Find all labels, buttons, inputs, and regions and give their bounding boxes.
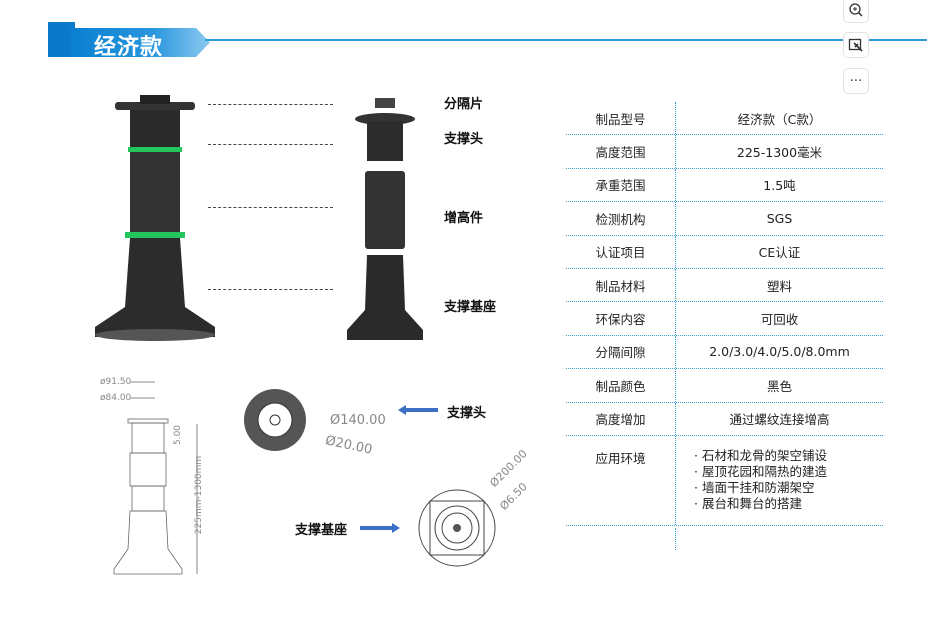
- section-title: 经济款: [94, 35, 164, 60]
- application-list: 石材和龙骨的架空铺设 屋顶花园和隔热的建造 墙面干挂和防潮架空 展台和舞台的搭建: [676, 436, 883, 512]
- dim-label: Ø140.00: [330, 413, 386, 428]
- table-row-application: 应用环境 石材和龙骨的架空铺设 屋顶花园和隔热的建造 墙面干挂和防潮架空 展台和…: [566, 435, 883, 526]
- spec-key: 高度范围: [566, 135, 676, 168]
- spec-key: 认证项目: [566, 235, 676, 268]
- leader-line: [208, 289, 333, 290]
- list-item: 石材和龙骨的架空铺设: [694, 448, 883, 464]
- zoom-in-icon: [849, 3, 863, 17]
- base-top-view-drawing: [418, 489, 496, 567]
- arrow-left-icon: [398, 405, 438, 415]
- spec-key: 制品材料: [566, 268, 676, 302]
- part-label-extension: 增高件: [444, 211, 484, 226]
- spec-key: 检测机构: [566, 202, 676, 235]
- spec-value: 225-1300毫米: [736, 145, 823, 161]
- dim-label: Ø20.00: [323, 433, 374, 458]
- part-label-base: 支撑基座: [444, 300, 497, 315]
- dim-label: 225mm-1300mm: [194, 455, 205, 535]
- list-item: 墙面干挂和防潮架空: [694, 480, 883, 496]
- spec-value: 黑色: [766, 378, 792, 394]
- exploded-parts-image: [347, 98, 423, 340]
- table-row: 制品材料 塑料: [566, 268, 883, 303]
- spec-value: 1.5吨: [763, 178, 796, 194]
- dim-label: Ø6.50: [497, 480, 530, 513]
- list-item: 屋顶花园和隔热的建造: [694, 464, 883, 480]
- more-button[interactable]: ···: [843, 68, 869, 94]
- part-label-spacer: 分隔片: [444, 97, 484, 112]
- spec-value: CE认证: [758, 245, 801, 261]
- table-row: 高度范围 225-1300毫米: [566, 135, 883, 169]
- zoom-in-button[interactable]: [843, 0, 869, 23]
- edit-image-button[interactable]: [843, 32, 869, 58]
- spec-value: SGS: [766, 210, 793, 226]
- part-label-head: 支撑头: [444, 132, 484, 147]
- table-row: 制品型号 经济款（C款）: [566, 102, 883, 136]
- head-label: 支撑头: [447, 406, 487, 421]
- edit-image-icon: [848, 38, 863, 52]
- spec-value: 可回收: [760, 312, 799, 328]
- spec-table: 制品型号 经济款（C款） 高度范围 225-1300毫米 承重范围 1.5吨 检测机构…: [566, 102, 883, 526]
- spec-value: 通过螺纹连接增高: [729, 412, 830, 428]
- spec-key: 制品颜色: [566, 369, 676, 402]
- dim-label: 5.00: [173, 424, 184, 446]
- spec-key: 环保内容: [566, 302, 676, 335]
- table-row: 检测机构 SGS: [566, 202, 883, 236]
- spec-key: 承重范围: [566, 168, 676, 202]
- base-label: 支撑基座: [295, 523, 348, 538]
- spec-value: 2.0/3.0/4.0/5.0/8.0mm: [709, 344, 850, 360]
- spec-value: 塑料: [766, 278, 792, 294]
- arrow-right-icon: [360, 523, 400, 533]
- leader-line: [208, 144, 333, 145]
- spec-key: 高度增加: [566, 402, 676, 435]
- assembled-pedestal-image: [95, 95, 215, 341]
- spec-key: 制品型号: [566, 102, 676, 135]
- elevation-drawing: [113, 381, 198, 575]
- table-row: 承重范围 1.5吨: [566, 168, 883, 203]
- section-banner: 经济款: [48, 22, 210, 60]
- dim-label: ø84.00: [100, 393, 132, 403]
- spec-key: 分隔间隙: [566, 335, 676, 369]
- dim-label: ø91.50: [100, 377, 132, 387]
- head-top-view-drawing: [244, 389, 306, 451]
- table-row: 认证项目 CE认证: [566, 235, 883, 269]
- spec-value: 经济款（C款）: [737, 111, 822, 127]
- table-row: 环保内容 可回收: [566, 302, 883, 336]
- list-item: 展台和舞台的搭建: [694, 496, 883, 512]
- table-row: 高度增加 通过螺纹连接增高: [566, 402, 883, 436]
- leader-line: [208, 207, 333, 208]
- table-row: 制品颜色 黑色: [566, 369, 883, 403]
- header-divider: [205, 39, 927, 41]
- table-row: 分隔间隙 2.0/3.0/4.0/5.0/8.0mm: [566, 335, 883, 370]
- leader-line: [208, 104, 333, 105]
- spec-key: 应用环境: [566, 435, 676, 525]
- table-divider: [675, 528, 676, 550]
